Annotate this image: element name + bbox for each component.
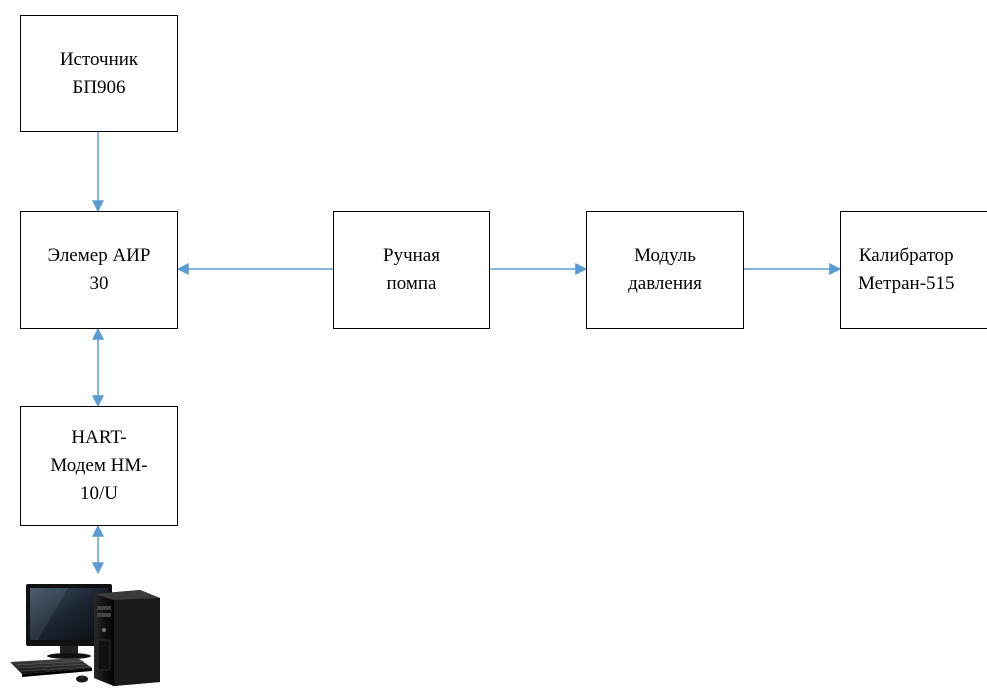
pump-label: Ручная помпа (383, 245, 440, 294)
keyboard-icon (10, 658, 92, 677)
pump-block: Ручная помпа (333, 211, 490, 329)
source-block: Источник БП906 (20, 15, 178, 132)
source-label: Источник БП906 (59, 48, 139, 98)
elemer-label: Элемер АИР 30 (47, 245, 151, 294)
calibrator-block: Калибратор Метран-515 (840, 211, 987, 329)
pressure-module-block: Модуль давления (586, 211, 744, 329)
tower-icon (94, 590, 160, 686)
mouse-icon (76, 675, 88, 683)
hart-modem-label: HART- Модем HM- 10/U (50, 427, 148, 504)
calibrator-label: Калибратор Метран-515 (858, 245, 955, 294)
pressure-module-label: Модуль давления (628, 245, 702, 294)
hart-modem-block: HART- Модем HM- 10/U (20, 406, 178, 526)
elemer-block: Элемер АИР 30 (20, 211, 178, 329)
desktop-computer-icon (10, 584, 160, 686)
